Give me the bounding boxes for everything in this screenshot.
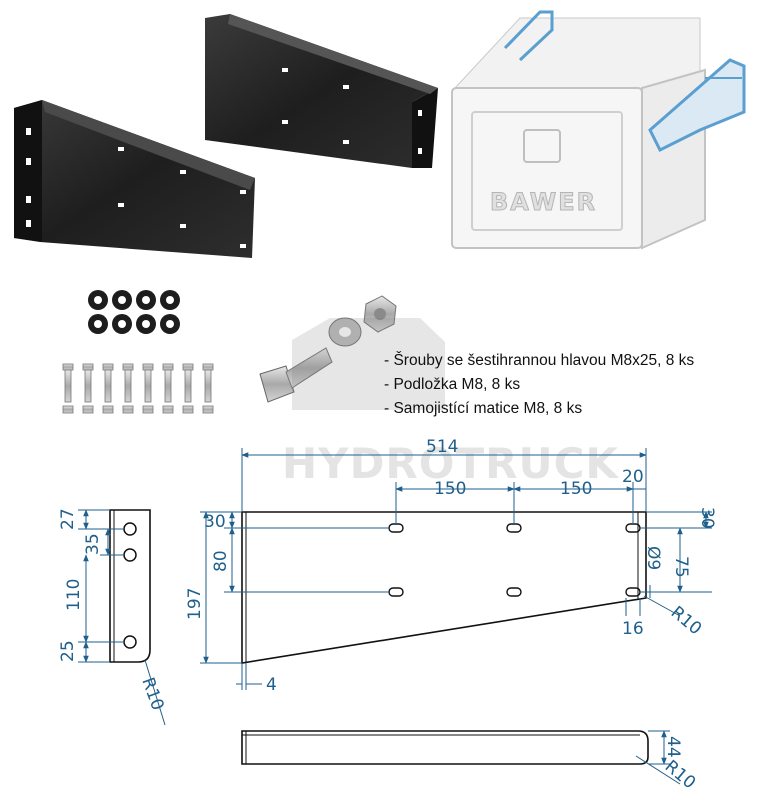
watermark-text: HYDROTRUCK	[282, 439, 619, 488]
dim-height-197: 197	[185, 588, 205, 620]
spec-line-bolts: - Šrouby se šestihrannou hlavou M8x25, 8…	[384, 352, 695, 369]
front-view-drawing: 514 150 150 20 30 80 197 4 30 Ø9 75 16 R…	[185, 437, 717, 695]
dim-spacing-1: 150	[434, 479, 466, 499]
dim-front-r10: R10	[667, 603, 705, 640]
bolts-set	[62, 363, 214, 414]
side-view-drawing: 27 35 110 25 R10	[58, 508, 168, 726]
dim-thickness-4: 4	[266, 675, 277, 695]
bracket-photo-left	[14, 100, 255, 258]
dim-edge-20: 20	[622, 467, 644, 487]
dim-side-27: 27	[58, 508, 78, 530]
dim-hole-dia: Ø9	[643, 546, 663, 570]
bracket-photo-right	[205, 14, 438, 168]
watermark: HYDROTRUCK	[282, 318, 619, 488]
dim-top-left-30: 30	[204, 512, 226, 532]
dim-top-right-30: 30	[697, 507, 717, 529]
dim-side-25: 25	[58, 640, 78, 662]
washers-set	[88, 290, 180, 334]
tool-box-illustration: BAWER	[451, 10, 746, 250]
dim-16: 16	[622, 619, 644, 639]
spec-line-washers: - Podložka M8, 8 ks	[384, 376, 521, 393]
box-brand-label: BAWER	[490, 188, 597, 216]
dim-top-44: 44	[663, 736, 683, 758]
spec-line-nuts: - Samojistící matice M8, 8 ks	[384, 400, 583, 417]
dim-side-110: 110	[64, 579, 84, 611]
top-view-drawing: 44 R10	[241, 730, 699, 794]
dim-side-35: 35	[83, 533, 103, 555]
dim-overall-width: 514	[426, 437, 458, 457]
bolt-washer-nut-photo	[259, 295, 397, 403]
dim-top-r10: R10	[661, 757, 699, 794]
dim-side-r10: R10	[137, 675, 167, 713]
dim-vertical-75: 75	[671, 556, 691, 578]
dim-hole-row-80: 80	[211, 550, 231, 572]
hardware-spec-list: - Šrouby se šestihrannou hlavou M8x25, 8…	[384, 349, 694, 421]
dim-spacing-2: 150	[560, 479, 592, 499]
